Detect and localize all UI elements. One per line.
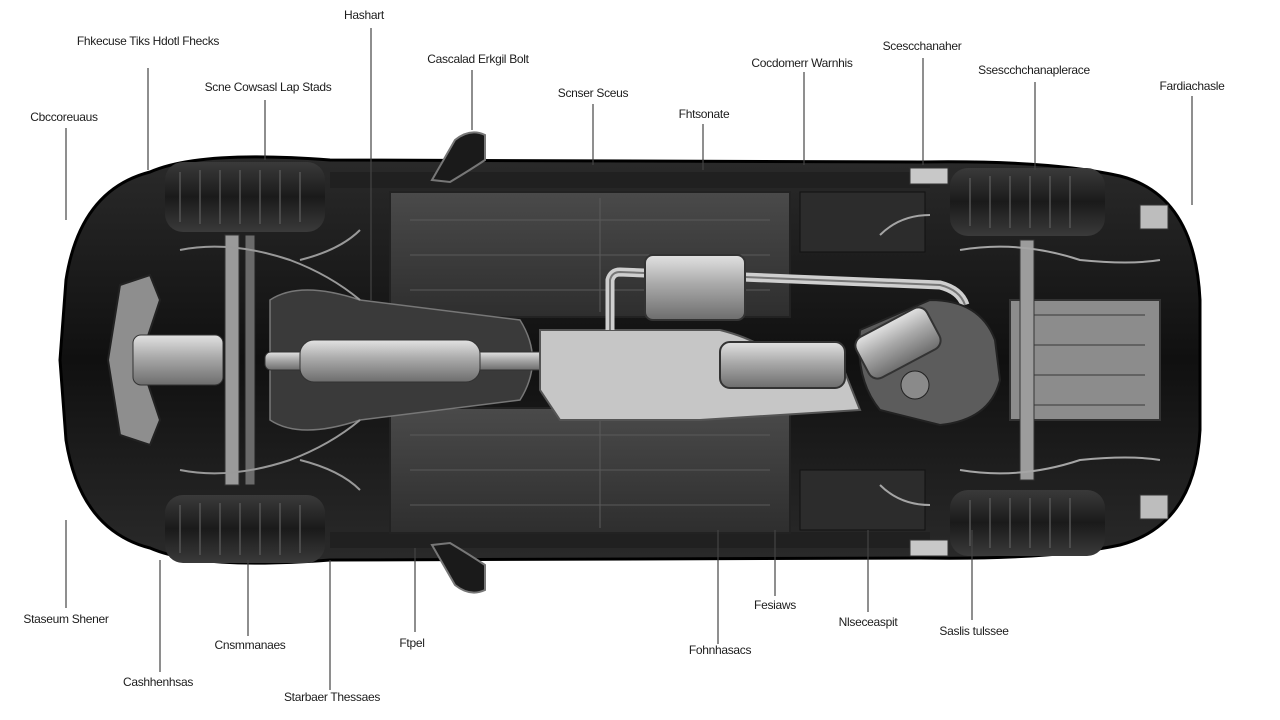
left-mirror [430,131,486,184]
label-nlseceaspit: Nlseceaspit [838,615,898,629]
front-crossmember [132,334,224,386]
right-sill [330,532,930,548]
label-cnsmmanaes: Cnsmmanaes [214,638,286,652]
rear-left-tire [950,168,1105,236]
front-left-tire [165,162,325,232]
label-scnser-sceus: Scnser Sceus [557,86,629,100]
rear-right-tire [950,490,1105,556]
front-axle-right [244,234,256,486]
resonator [644,254,746,321]
label-starbaer-thessaes: Starbaer Thessaes [283,690,381,704]
rear-muffler [854,306,942,380]
rear-floor-upper [799,191,926,253]
front-axle-left [224,234,240,486]
label-fohnhasacs: Fohnhasacs [688,643,752,657]
label-cashhenhsas: Cashhenhsas [122,675,194,689]
label-scescchanaher: Scescchanaher [882,39,962,53]
label-saslis-tulssee: Saslis tulssee [939,624,1009,638]
center-muffler [719,341,846,389]
label-cocdomerr: Cocdomerr Warnhis [751,56,853,70]
label-hashart: Hashart [344,8,384,22]
rear-axle-beam-left [1019,239,1035,481]
label-ssescchchanaplerace: Ssescchchanaplerace [978,63,1090,77]
transmission [299,339,481,383]
label-scne-cowsasl: Scne Cowsasl Lap Stads [204,80,332,94]
label-fhtsonate: Fhtsonate [678,107,730,121]
rear-floor-lower [799,469,926,531]
rear-bumper-bracket-bottom [1139,494,1169,520]
rear-axle [1009,299,1161,421]
right-mirror [430,541,486,594]
label-cbccoreuaus: Cbccoreuaus [30,110,98,124]
label-fardiachasle: Fardiachasle [1159,79,1225,93]
label-fhkecuse: Fhkecuse Tiks Hdotl Fhecks [76,34,220,48]
rear-bumper-bracket-top [1139,204,1169,230]
label-staseum-shener: Staseum Shener [23,612,109,626]
leader-lines [65,28,1193,690]
label-ftpel: Ftpel [399,636,425,650]
shock-top [909,167,949,185]
shock-bottom [909,539,949,557]
front-right-tire [165,495,325,563]
left-sill [330,172,930,188]
label-fesiaws: Fesiaws [754,598,796,612]
diff-cover [900,370,930,400]
label-cascalad-erkgil-bolt: Cascalad Erkgil Bolt [427,52,529,66]
